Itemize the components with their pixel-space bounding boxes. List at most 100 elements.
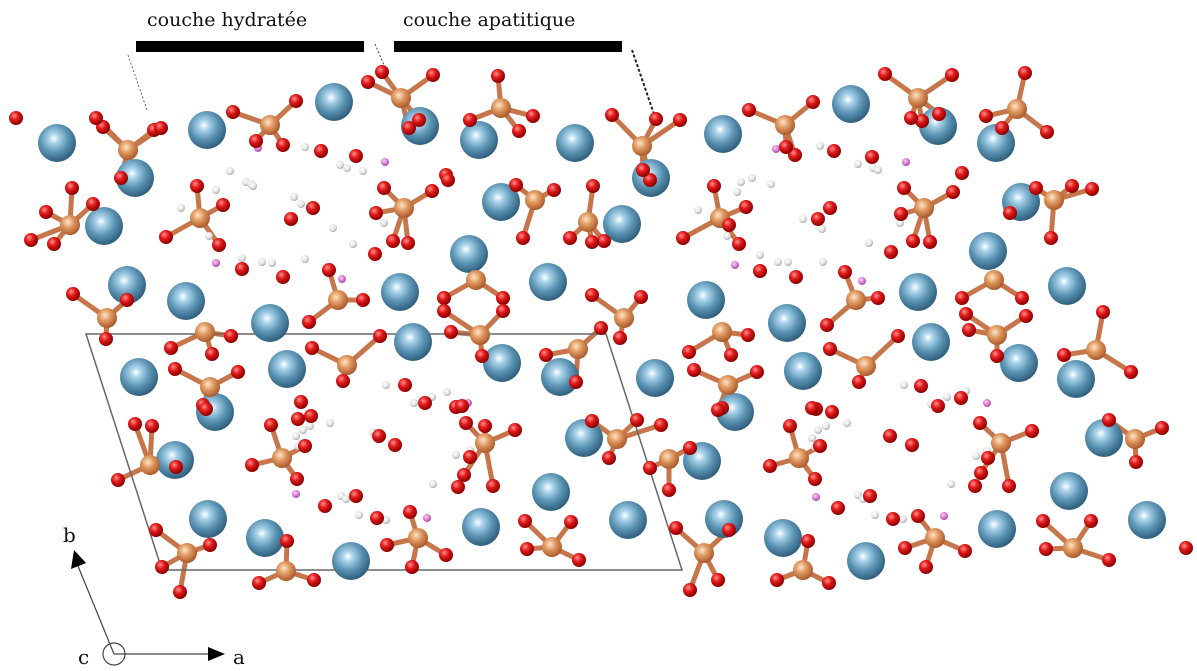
phosphorus-atom bbox=[276, 561, 296, 581]
oxygen-atom bbox=[205, 347, 219, 361]
oxygen-atom bbox=[145, 419, 159, 433]
oxygen-atom bbox=[361, 75, 375, 89]
phosphorus-atom bbox=[1063, 538, 1083, 558]
hydrogen-atom bbox=[723, 232, 731, 240]
hydrogen-atom bbox=[799, 215, 807, 223]
oxygen-atom bbox=[683, 583, 697, 597]
calcium-atom bbox=[784, 352, 822, 390]
oxygen-atom bbox=[741, 328, 755, 342]
oxygen-atom bbox=[368, 247, 382, 261]
phosphorus-atom bbox=[525, 190, 545, 210]
oxygen-atom bbox=[173, 585, 187, 599]
oxygen-atom bbox=[437, 304, 451, 318]
calcium-atom bbox=[167, 282, 205, 320]
oxygen-atom bbox=[1029, 181, 1043, 195]
oxygen-atom bbox=[508, 423, 522, 437]
oxygen-atom bbox=[496, 291, 510, 305]
hydrogen-atom bbox=[205, 232, 213, 240]
oxygen-atom bbox=[852, 375, 866, 389]
oxygen-atom bbox=[401, 236, 415, 250]
phosphorus-atom bbox=[97, 308, 117, 328]
layer-annotations: couche hydratée couche apatitique bbox=[127, 9, 657, 121]
oxygen-atom bbox=[682, 345, 696, 359]
phosphorus-atom bbox=[578, 212, 598, 232]
calcium-atom bbox=[978, 510, 1016, 548]
phosphorus-atom bbox=[793, 560, 813, 580]
acid-hydrogen-atom bbox=[858, 277, 866, 285]
oxygen-atom bbox=[491, 69, 505, 83]
oxygen-atom bbox=[801, 534, 815, 548]
hydrogen-atom bbox=[874, 166, 882, 174]
oxygen-atom bbox=[1065, 179, 1079, 193]
hydrogen-atom bbox=[694, 206, 702, 214]
oxygen-atom bbox=[1155, 421, 1169, 435]
oxygen-atom bbox=[783, 419, 797, 433]
b-axis-label: b bbox=[63, 523, 76, 547]
phosphorus-atom bbox=[391, 88, 411, 108]
phosphorus-atom bbox=[118, 140, 138, 160]
oxygen-atom bbox=[662, 483, 676, 497]
oxygen-atom bbox=[314, 144, 328, 158]
oxygen-atom bbox=[412, 113, 426, 127]
oxygen-atom bbox=[164, 341, 178, 355]
phosphorus-atom bbox=[1044, 190, 1064, 210]
hydrogen-atom bbox=[748, 174, 756, 182]
oxygen-atom bbox=[1102, 413, 1116, 427]
phosphorus-atom bbox=[991, 433, 1011, 453]
hydrogen-atom bbox=[329, 224, 337, 232]
oxygen-atom bbox=[687, 363, 701, 377]
oxygen-atom bbox=[649, 112, 663, 126]
acid-hydrogen-atom bbox=[983, 399, 991, 407]
oxygen-atom bbox=[441, 173, 455, 187]
hydrogen-atom bbox=[177, 204, 185, 212]
oxygen-atom bbox=[564, 515, 578, 529]
phosphorus-atom bbox=[1007, 99, 1027, 119]
oxygen-atom bbox=[386, 234, 400, 248]
phosphorus-atom bbox=[60, 215, 80, 235]
oxygen-atom bbox=[291, 412, 305, 426]
oxygen-atom bbox=[1124, 365, 1138, 379]
phosphorus-atom bbox=[491, 98, 511, 118]
oxygen-atom bbox=[509, 178, 523, 192]
oxygen-atom bbox=[294, 395, 308, 409]
hydrogen-atom bbox=[900, 381, 908, 389]
oxygen-atom bbox=[520, 542, 534, 556]
oxygen-atom bbox=[224, 329, 238, 343]
calcium-atom bbox=[529, 263, 567, 301]
hydrogen-atom bbox=[249, 182, 257, 190]
oxygen-atom bbox=[931, 399, 945, 413]
hydrated-layer-bar bbox=[136, 41, 364, 52]
calcium-atom bbox=[268, 350, 306, 388]
oxygen-atom bbox=[914, 379, 928, 393]
oxygen-atom bbox=[968, 479, 982, 493]
oxygen-atom bbox=[380, 538, 394, 552]
phosphorus-atom bbox=[846, 290, 866, 310]
oxygen-atom bbox=[403, 505, 417, 519]
oxygen-atom bbox=[304, 409, 318, 423]
hydrogen-atom bbox=[822, 422, 830, 430]
oxygen-atom bbox=[905, 438, 919, 452]
acid-hydrogen-atom bbox=[902, 158, 910, 166]
unit-cell-outline bbox=[84, 333, 684, 571]
oxygen-atom bbox=[811, 212, 825, 226]
oxygen-atom bbox=[585, 235, 599, 249]
oxygen-atom bbox=[884, 245, 898, 259]
oxygen-atom bbox=[732, 237, 746, 251]
phosphorus-atom bbox=[470, 325, 490, 345]
oxygen-atom bbox=[280, 534, 294, 548]
acid-hydrogen-atom bbox=[338, 275, 346, 283]
oxygen-atom bbox=[683, 441, 697, 455]
calcium-atom bbox=[636, 359, 674, 397]
oxygen-atom bbox=[1019, 309, 1033, 323]
calcium-atom bbox=[251, 304, 289, 342]
phosphorus-atom bbox=[195, 322, 215, 342]
oxygen-atom bbox=[886, 512, 900, 526]
hydrogen-atom bbox=[843, 419, 851, 427]
hydrogen-atom bbox=[733, 188, 741, 196]
oxygen-atom bbox=[915, 114, 929, 128]
calcium-atom bbox=[189, 500, 227, 538]
oxygen-atom bbox=[808, 472, 822, 486]
hydrogen-atom bbox=[871, 511, 879, 519]
oxygen-atom bbox=[276, 138, 290, 152]
